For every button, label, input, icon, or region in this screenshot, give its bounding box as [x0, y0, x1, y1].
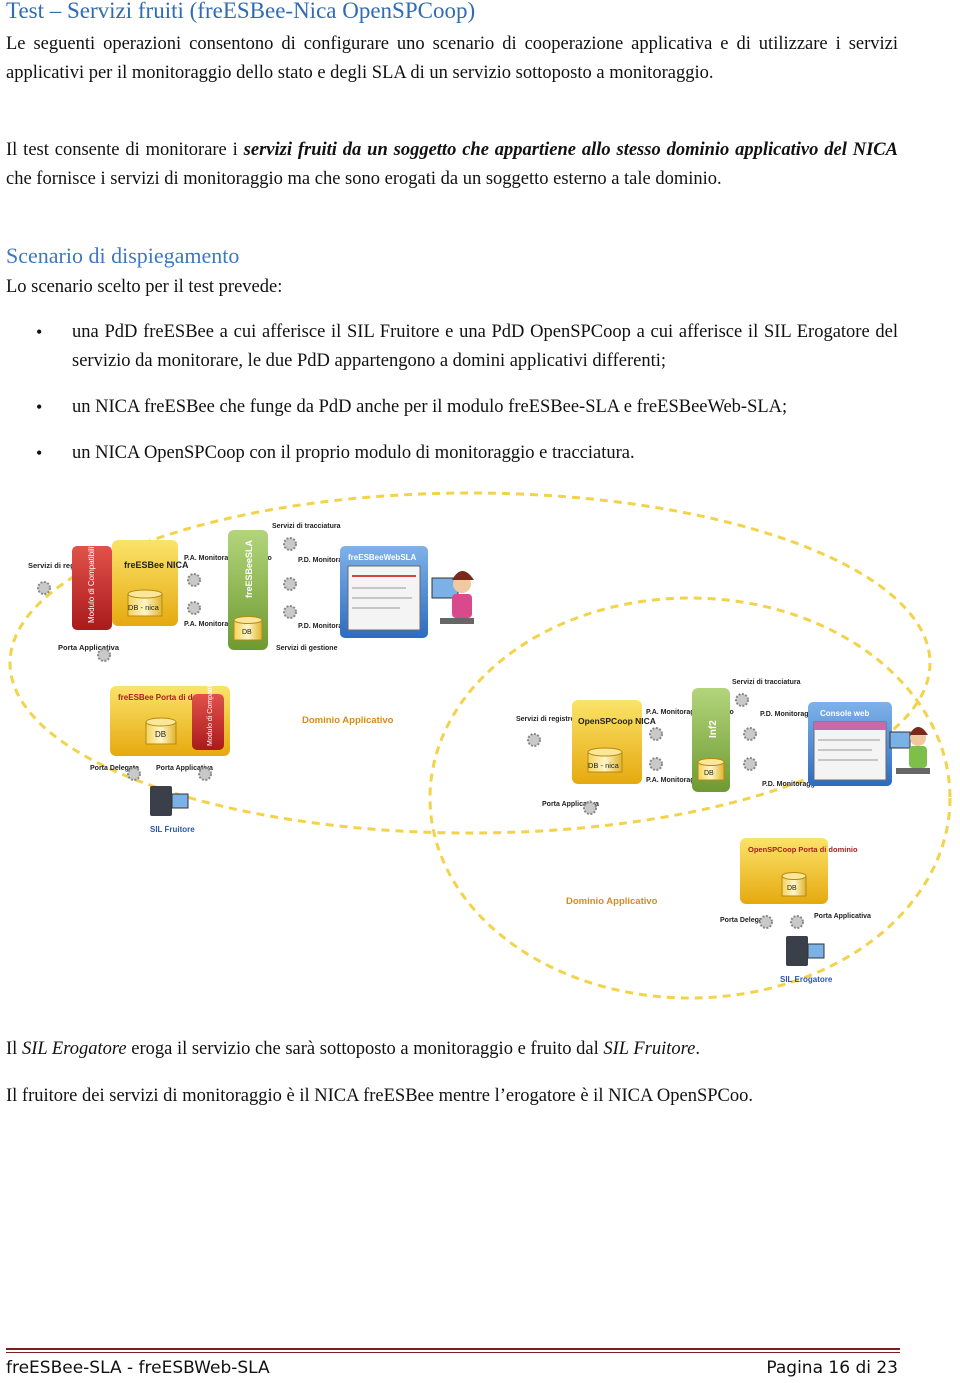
footer-divider [6, 1352, 900, 1353]
nica-box-label: freESBee NICA [124, 560, 189, 570]
para3-sil-erogatore: SIL Erogatore [21, 1039, 127, 1059]
db-cylinder-icon [145, 717, 177, 745]
label-servizi-tracciatura: Servizi di tracciatura [272, 523, 341, 530]
para2-text-a: Il test consente di monitorare i [6, 140, 244, 160]
gear-icon [790, 915, 804, 929]
modulo-compatibilita-top [72, 546, 112, 630]
gear-icon [37, 581, 51, 595]
section-intro: Lo scenario scelto per il test prevede: [6, 277, 283, 297]
deployment-diagram: Servizi di registro Modulo di Compatibil… [8, 491, 952, 1000]
server-icon [786, 936, 825, 966]
label-servizi-registro: Servizi di registro [28, 561, 91, 570]
label-pa-monitoraggio-sla: P.A. Monitoraggio SLA [646, 777, 721, 784]
db-label: DB [242, 629, 252, 636]
footer-doc-title: freESBee-SLA - freESBWeb-SLA [6, 1358, 270, 1378]
para3-sil-fruitore: SIL Fruitore [603, 1039, 696, 1059]
gear-icon [198, 767, 212, 781]
footer-page-number: Pagina 16 di 23 [766, 1358, 898, 1378]
gear-icon [127, 767, 141, 781]
gear-icon [187, 573, 201, 587]
db-cylinder-icon [587, 747, 623, 773]
gear-icon [187, 601, 201, 615]
gear-icon [583, 801, 597, 815]
list-item: una PdD freESBee a cui afferisce il SIL … [0, 318, 898, 376]
label-dominio-applicativo-left: Dominio Applicativo [302, 715, 394, 726]
modulo-compat-label: Modulo di Compatibilità [207, 673, 214, 746]
db-cylinder-icon [233, 616, 263, 641]
db-nica-label: DB - nica [128, 603, 160, 612]
domain-outline-right [428, 596, 952, 1000]
gear-icon [283, 537, 297, 551]
console-web-label: Console web [820, 709, 869, 718]
gear-icon [759, 915, 773, 929]
page-title: Test – Servizi fruiti (freESBee-Nica Ope… [6, 0, 476, 23]
label-pa-monitoraggio-servizio: P.A. Monitoraggio Servizio [646, 709, 734, 716]
db-cylinder-icon [697, 758, 725, 781]
label-servizi-gestione: Servizi di gestione [276, 645, 338, 652]
db-nica-label: DB - nica [588, 761, 620, 770]
nica-box-label: OpenSPCoop NICA [578, 716, 656, 726]
domain-outline-top [8, 491, 932, 835]
scenario-list: una PdD freESBee a cui afferisce il SIL … [0, 318, 898, 485]
label-pd-monitoraggio-sla: P.D. Monitoraggio SLA [298, 623, 373, 630]
sil-paragraph: Il SIL Erogatore eroga il servizio che s… [6, 1035, 898, 1064]
para2-text-c: che fornisce i servizi di monitoraggio m… [6, 169, 722, 189]
label-pd-monitoraggio-servizio: P.D. Monitoraggio Servizio [760, 711, 848, 718]
label-porta-applicativa: Porta Applicativa [814, 913, 871, 920]
gear-icon [283, 605, 297, 619]
gear-icon [649, 757, 663, 771]
gear-icon [527, 733, 541, 747]
modulo-compatibilita-left [192, 694, 224, 750]
gear-icon [743, 727, 757, 741]
gear-icon [743, 757, 757, 771]
server-icon [150, 786, 189, 816]
openspcoop-pdd-label: OpenSPCoop Porta di dominio [748, 845, 858, 854]
gear-icon [283, 577, 297, 591]
para3-text-e: . [695, 1039, 700, 1059]
gear-icon [97, 648, 111, 662]
db-cylinder-icon [781, 872, 807, 897]
gear-icon [649, 727, 663, 741]
label-pa-monitoraggio-servizio: P.A. Monitoraggio Servizio [184, 555, 272, 562]
websla-label: freESBeeWebSLA [348, 553, 417, 562]
db-label: DB [155, 730, 166, 739]
db-label: DB [704, 770, 714, 777]
label-servizi-tracciatura: Servizi di tracciatura [732, 679, 801, 686]
freesbee-pdd-label: freESBee Porta di dominio [118, 693, 219, 702]
label-porta-applicativa: Porta Applicativa [156, 765, 213, 772]
section-title: Scenario di dispiegamento [6, 243, 240, 268]
label-porta-applicativa: Porta Applicativa [542, 801, 599, 808]
sla-module-label: freESBeeSLA [244, 539, 254, 598]
intro-paragraph: Le seguenti operazioni consentono di con… [6, 34, 898, 83]
label-sil-fruitore: SIL Fruitore [150, 825, 195, 834]
label-porta-delegata: Porta Delegata [720, 917, 769, 924]
footer-divider [6, 1348, 900, 1350]
inf2-label: Inf2 [708, 720, 719, 738]
label-dominio-applicativo-bottom: Dominio Applicativo [566, 896, 658, 907]
label-porta-applicativa: Porta Applicativa [58, 643, 120, 652]
user-at-computer-icon [431, 571, 474, 624]
db-cylinder-icon [127, 589, 163, 617]
label-pd-monitoraggio-sla: P.D. Monitoraggio SLA [762, 781, 837, 788]
test-description-paragraph: Il test consente di monitorare i servizi… [6, 136, 898, 194]
list-item: un NICA freESBee che funge da PdD anche … [0, 393, 898, 422]
para3-text-a: Il [6, 1039, 22, 1059]
label-sil-erogatore: SIL Erogatore [780, 975, 833, 984]
db-label: DB [787, 885, 797, 892]
modulo-compat-label: Modulo di Compatibilità [87, 539, 96, 623]
label-pa-monitoraggio-sla: P.A. Monitoraggio SLA [184, 621, 259, 628]
user-at-computer-icon [889, 727, 930, 774]
para3-text-c: eroga il servizio che sarà sottoposto a … [126, 1039, 604, 1059]
gear-icon [735, 693, 749, 707]
label-servizi-registro-right: Servizi di registro [516, 716, 575, 723]
list-item: un NICA OpenSPCoop con il proprio modulo… [0, 439, 898, 468]
fruitore-paragraph: Il fruitore dei servizi di monitoraggio … [6, 1086, 754, 1106]
label-porta-delegata: Porta Delegata [90, 765, 139, 772]
console-screenshot [813, 721, 887, 781]
para2-emphasis: servizi fruiti da un soggetto che appart… [243, 140, 898, 160]
